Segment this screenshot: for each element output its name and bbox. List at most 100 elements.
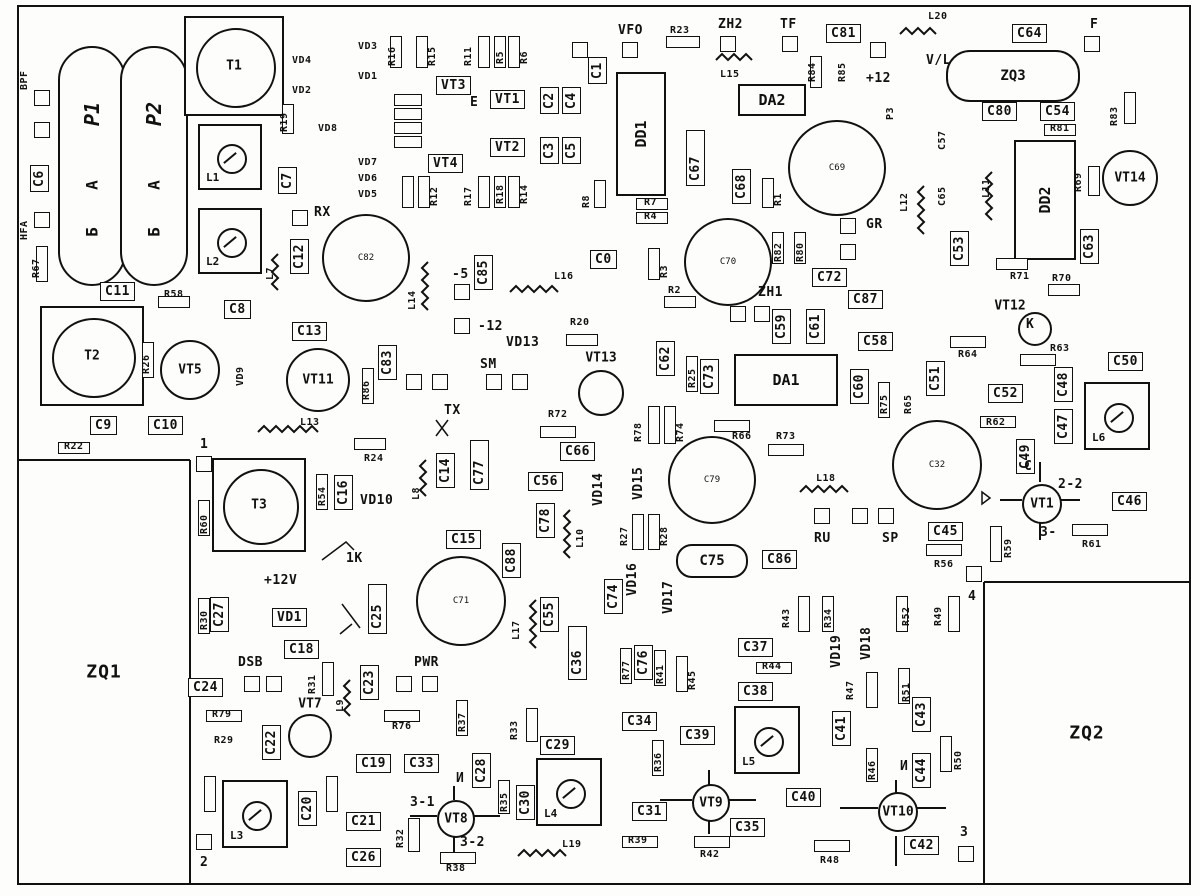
capacitor-c30: C30 [516,785,535,820]
electrolytic-c79: C79 [668,436,756,524]
pad-dsb-a [244,676,260,692]
pad-gr-b [840,244,856,260]
resistor-body [990,526,1002,562]
inductor-l8: L8 [411,486,422,500]
resistor-r38: R35 [499,792,510,812]
resistor-body [878,382,890,418]
resistor-r4: R8 [581,194,592,208]
pad-minus12 [454,318,470,334]
resistor-body [822,596,834,632]
diode-vd7: VD7 [358,157,378,168]
capacitor-c13: C13 [292,322,327,341]
resistor-body [714,420,750,432]
capacitor-c47: C47 [1054,409,1073,444]
resistor-r74: R25 [687,368,698,388]
resistor-r34: R39 [628,835,648,846]
resistor-body [1044,124,1076,136]
resistor-r1: R3 [659,264,670,278]
capacitor-c80: C80 [982,102,1017,121]
resistor-r55: R52 [901,606,912,626]
resistor-body [384,710,420,722]
resistor-body [142,342,154,378]
resistor-body [198,500,210,536]
coil-l5: L5 [734,706,800,774]
label-hfa: HFA [19,220,30,240]
capacitor-c19: C19 [356,754,391,773]
resistor-body [282,104,294,134]
capacitor-c15: C15 [446,530,481,549]
resistor-r71: R83 [1109,106,1120,126]
label-1k: 1K [346,551,363,566]
pad-ru [814,508,830,524]
resistor-r5: R5 [495,50,506,64]
resistor-r31: R29 [214,735,234,746]
label-3-dash: 3- [1040,525,1057,540]
capacitor-c16: C16 [334,475,353,510]
resistor-body [478,176,490,208]
resistor-r44: R42 [700,849,720,860]
transistor-vt11: VT11 [286,348,350,412]
resistor-r51: R49 [933,606,944,626]
zq1-label: ZQ1 [86,661,122,683]
pad-vfo-b [622,42,638,58]
label-plus12: +12 [866,71,891,86]
resistor-r19: R19 [279,112,290,132]
resistor-r53: R51 [901,682,912,702]
resistor-body [206,710,242,722]
capacitor-c33: C33 [404,754,439,773]
capacitor-c28: C28 [472,753,491,788]
resistor-r41: R34 [823,608,834,628]
filter-p1-pin-b: Б [82,227,102,237]
pad-zh2 [720,36,736,52]
resistor-r18: R12 [429,186,440,206]
label-plus12v: +12V [264,573,298,588]
pad-minus5 [454,284,470,300]
pin-2: 2 [200,855,209,870]
capacitor-c22: C22 [262,725,281,760]
capacitor-c62: C62 [656,341,675,376]
resistor-r62: R64 [958,349,978,360]
coil-l2: L2 [198,208,262,274]
transistor-vt9: VT9 [692,784,730,822]
diode-vd15: VD15 [631,466,646,500]
resistor-body [652,740,664,776]
transistor-vt3: VT3 [436,76,471,95]
resistor-body [686,356,698,392]
resistor-body [866,672,878,708]
resistor-body [354,438,386,450]
resistor-body [1088,166,1100,196]
capacitor-c50: C50 [1108,352,1143,371]
filter-p2: P2 A Б [120,46,188,286]
resistor-body [1020,354,1056,366]
resistor-r83: R80 [795,242,806,262]
pad-hfa [34,212,50,228]
crystal-filter-zq2: ZQ2 [984,582,1190,884]
capacitor-c37: C37 [738,638,773,657]
pad-1 [196,456,212,472]
inductor-l9: L9 [335,698,346,712]
capacitor-c21: C21 [346,812,381,831]
pin-3: 3 [960,825,969,840]
capacitor-c46: C46 [1112,492,1147,511]
label-sp: SP [882,531,899,546]
resistor-r20: R86 [361,380,372,400]
resistor-r26: R58 [164,289,184,300]
resistor-body [940,736,952,772]
resistor-body [390,36,402,68]
resistor-r47: R45 [687,670,698,690]
capacitor-c20: C20 [298,791,317,826]
coil-l6: L6 [1084,382,1150,450]
resistor-r52: R50 [953,750,964,770]
capacitor-c67: C67 [686,130,705,186]
label-vfo: VFO [618,23,643,38]
pad-sm [486,374,502,390]
transistor-vt1-box: VT1 [490,90,525,109]
pad-tf [782,36,798,52]
resistor-body [810,56,822,88]
capacitor-c44: C44 [912,753,931,788]
electrolytic-c32: C32 [892,420,982,510]
resistor-r24: R26 [141,354,152,374]
resistor-body [996,258,1028,270]
capacitor-c24: C24 [188,678,223,697]
